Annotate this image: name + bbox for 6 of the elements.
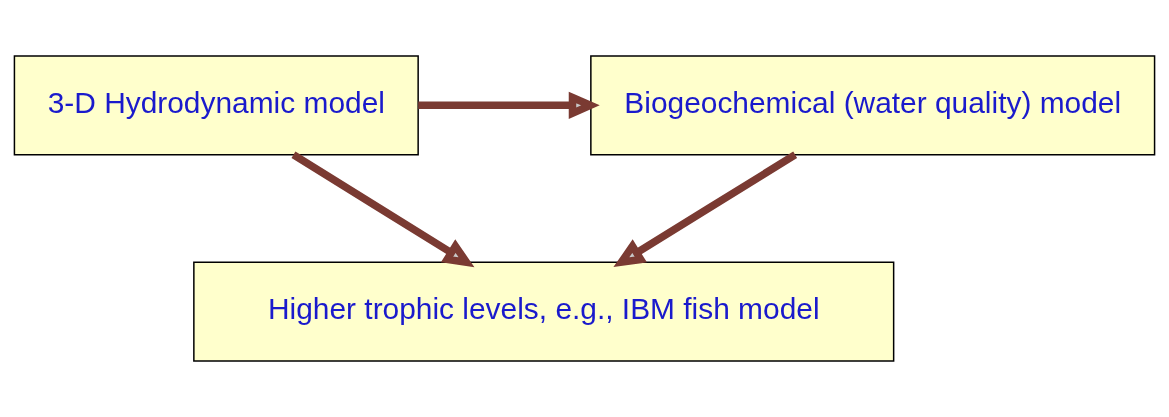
node-box: Higher trophic levels, e.g., IBM fish model: [193, 261, 895, 362]
arrow: [613, 151, 798, 268]
arrow: [291, 151, 475, 268]
arrow: [418, 91, 600, 119]
node-box: 3-D Hydrodynamic model: [13, 55, 419, 156]
node-box: Biogeochemical (water quality) model: [590, 55, 1156, 156]
